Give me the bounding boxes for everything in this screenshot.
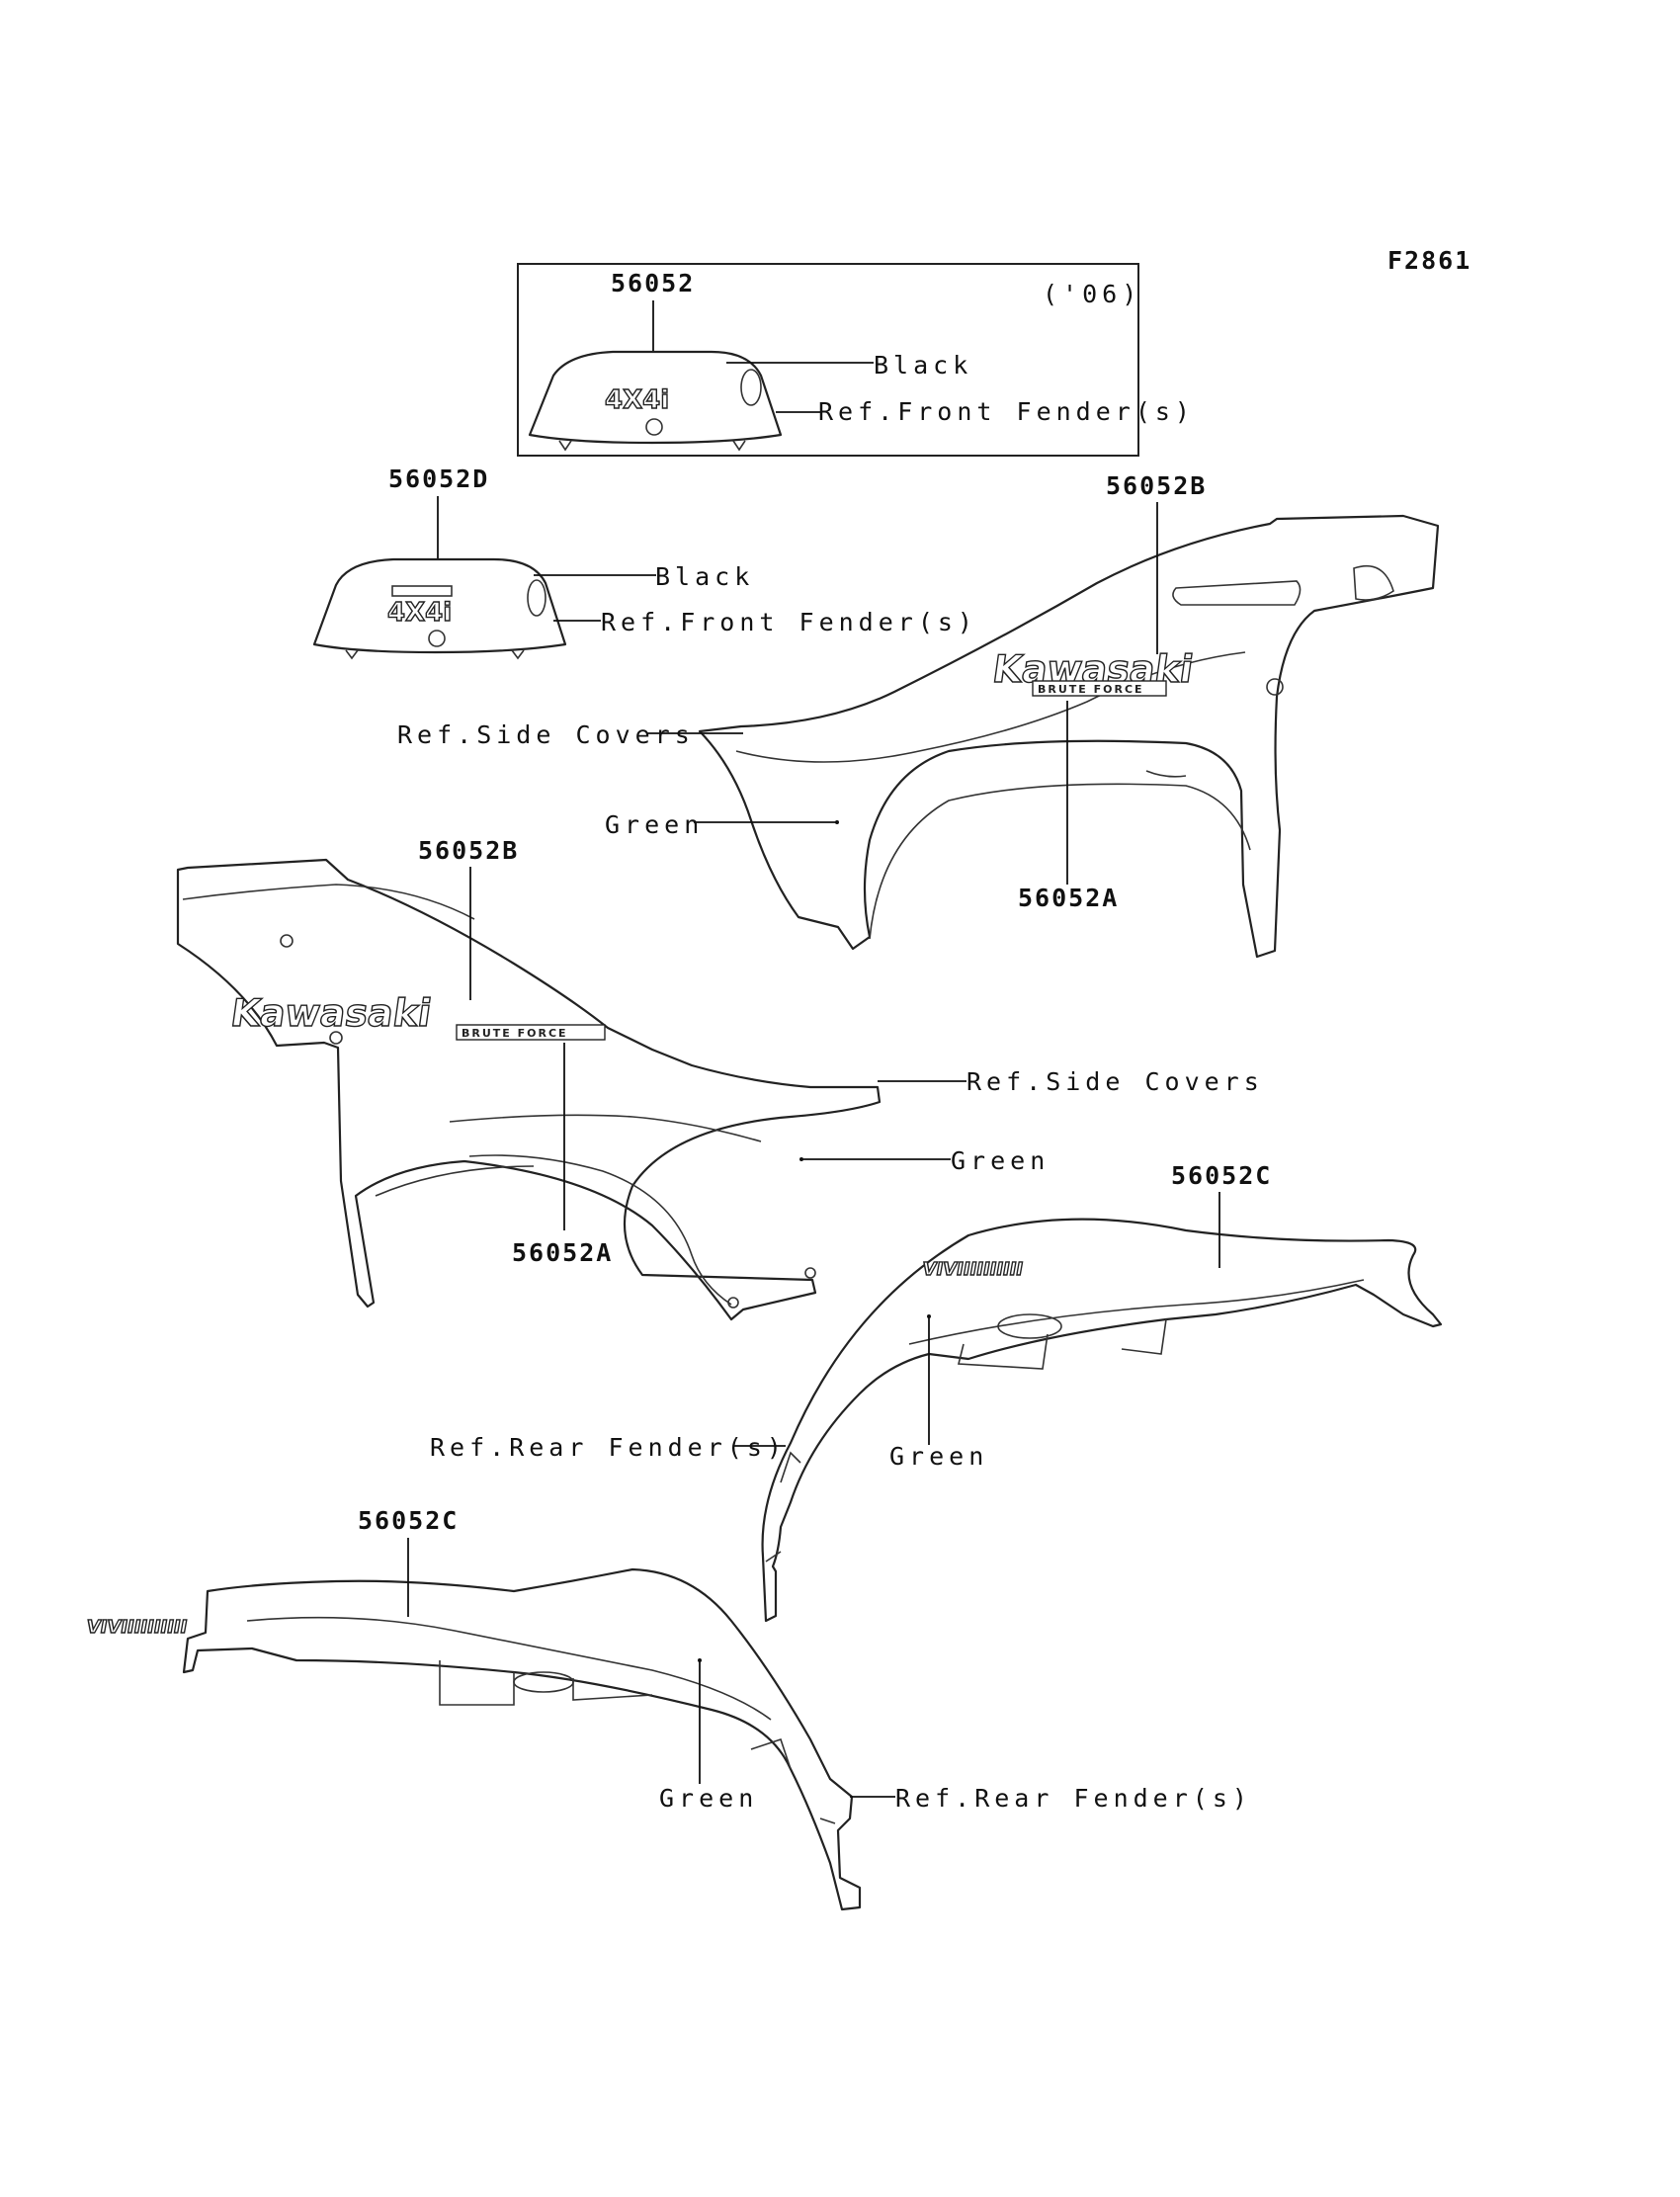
front-fender-decal <box>312 557 567 654</box>
left-model-logo: VIVIIIIIIIIII <box>85 1617 189 1638</box>
rear-fender-right <box>761 1218 1443 1623</box>
right-kawasaki-part-no: 56052B <box>1106 471 1207 500</box>
right-side-cover <box>698 514 1440 959</box>
front-decal-color: Black <box>655 562 754 591</box>
rear-left-part-no: 56052C <box>358 1506 459 1535</box>
rear-left-ref: Ref.Rear Fender(s) <box>895 1784 1252 1813</box>
front-decal-ref: Ref.Front Fender(s) <box>601 608 977 636</box>
front-decal-part-no: 56052D <box>388 465 489 493</box>
left-color: Green <box>951 1146 1050 1175</box>
rear-fender-left <box>182 1567 862 1911</box>
inset-4x4-logo: 4X4i <box>605 385 669 415</box>
right-bruteforce-logo: BRUTE FORCE <box>1038 683 1144 696</box>
inset-year: ('06) <box>1043 280 1141 308</box>
inset-ref: Ref.Front Fender(s) <box>818 397 1195 426</box>
left-side-cover-group: Kawasaki BRUTE FORCE 56052B 56052A Ref.S… <box>176 836 1264 1321</box>
inset-2006: ('06) 56052 4X4i Black Ref.Front Fender(… <box>517 263 1195 457</box>
front-4x4-logo: 4X4i <box>387 598 452 628</box>
right-color: Green <box>605 810 704 839</box>
figure-code: F2861 <box>1387 246 1471 275</box>
right-model-logo: VIVIIIIIIIIII <box>921 1259 1025 1280</box>
right-side-cover-group: Kawasaki BRUTE FORCE 56052B 56052A Ref.S… <box>397 471 1440 959</box>
rear-left-color: Green <box>659 1784 758 1813</box>
right-ref-side: Ref.Side Covers <box>397 720 695 749</box>
left-ref-side: Ref.Side Covers <box>966 1067 1264 1096</box>
front-decal-group: 56052D 4X4i Black Ref.Front Fender(s) <box>312 465 977 660</box>
rear-fender-left-group: VIVIIIIIIIIII 56052C Green Ref.Rear Fend… <box>84 1506 1252 1911</box>
right-bruteforce-part-no: 56052A <box>1018 884 1119 912</box>
rear-right-ref: Ref.Rear Fender(s) <box>430 1433 787 1462</box>
rear-right-part-no: 56052C <box>1171 1161 1272 1190</box>
left-side-cover <box>176 858 882 1321</box>
rear-right-color: Green <box>889 1442 988 1471</box>
left-kawasaki-logo: Kawasaki <box>228 992 434 1036</box>
inset-color: Black <box>874 351 972 380</box>
left-bruteforce-part-no: 56052A <box>512 1238 613 1267</box>
inset-part-no: 56052 <box>611 269 695 297</box>
rear-fender-right-group: VIVIIIIIIIIII 56052C Ref.Rear Fender(s) … <box>430 1161 1443 1623</box>
inset-front-fender <box>528 350 783 445</box>
left-bruteforce-logo: BRUTE FORCE <box>462 1027 568 1040</box>
left-kawasaki-part-no: 56052B <box>418 836 519 865</box>
inset-frame <box>517 263 1139 457</box>
